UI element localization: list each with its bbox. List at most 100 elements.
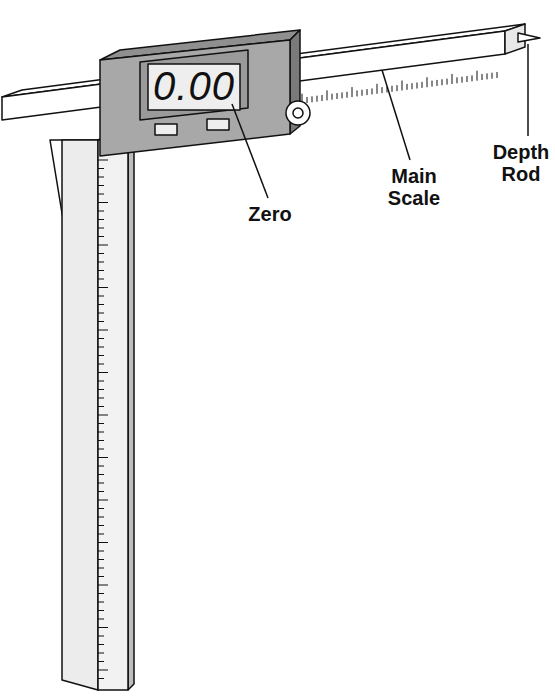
scale-tick xyxy=(98,185,104,186)
scale-tick xyxy=(98,398,104,399)
scale-tick xyxy=(442,79,443,85)
scale-tick xyxy=(382,87,383,93)
scale-tick xyxy=(98,466,104,467)
scale-tick xyxy=(98,636,104,637)
scale-tick xyxy=(98,304,104,305)
scale-tick xyxy=(98,219,104,220)
scale-tick xyxy=(402,81,403,91)
scale-tick xyxy=(472,75,473,81)
blade-side xyxy=(128,134,134,690)
scale-tick xyxy=(497,72,498,78)
scale-tick xyxy=(98,585,108,586)
scale-tick xyxy=(98,228,104,229)
scale-tick xyxy=(98,619,104,620)
scale-tick xyxy=(98,440,104,441)
scale-tick xyxy=(347,92,348,98)
scale-tick xyxy=(422,82,423,88)
vertical-blade xyxy=(98,140,128,690)
scale-tick xyxy=(352,87,353,97)
scale-tick xyxy=(98,432,104,433)
scale-tick xyxy=(367,89,368,95)
part-name: Depth Rod xyxy=(491,141,551,185)
scale-tick xyxy=(98,168,104,169)
scale-tick xyxy=(98,194,104,195)
scale-tick xyxy=(98,670,108,671)
part-name: Main Scale xyxy=(378,165,450,209)
scale-tick xyxy=(98,483,104,484)
scale-tick xyxy=(98,517,104,518)
scale-tick xyxy=(98,406,104,407)
scale-tick xyxy=(98,500,108,501)
scale-tick xyxy=(98,347,104,348)
scale-tick xyxy=(98,534,104,535)
scale-tick xyxy=(487,73,488,79)
part-name: Zero xyxy=(235,203,305,225)
scale-tick xyxy=(462,77,463,83)
scale-tick xyxy=(98,253,104,254)
scale-tick xyxy=(332,94,333,100)
scale-tick xyxy=(98,457,108,458)
scale-tick xyxy=(98,313,104,314)
scale-tick xyxy=(342,92,343,98)
scale-tick xyxy=(492,73,493,79)
scale-tick xyxy=(447,79,448,85)
scale-tick xyxy=(397,85,398,91)
scale-tick xyxy=(98,364,104,365)
scale-tick xyxy=(307,97,308,103)
scale-tick xyxy=(322,95,323,101)
scale-tick xyxy=(98,551,104,552)
scale-tick xyxy=(98,279,104,280)
scale-tick xyxy=(98,593,104,594)
button xyxy=(207,119,229,130)
scale-tick xyxy=(98,559,104,560)
thumb-wheel xyxy=(286,101,310,125)
scale-tick xyxy=(98,449,104,450)
display-reading: 0.00 xyxy=(144,64,244,108)
scale-tick xyxy=(98,338,104,339)
scale-tick xyxy=(357,90,358,96)
scale-tick xyxy=(427,77,428,87)
leader-line xyxy=(232,104,268,198)
scale-tick xyxy=(392,86,393,92)
scale-tick xyxy=(98,236,104,237)
lcd-frame xyxy=(140,50,248,120)
scale-tick xyxy=(98,321,104,322)
scale-tick xyxy=(437,80,438,86)
scale-tick xyxy=(98,330,108,331)
scale-tick xyxy=(362,90,363,96)
scale-tick xyxy=(98,602,104,603)
scale-tick xyxy=(98,661,104,662)
scale-tick xyxy=(412,83,413,89)
scale-tick xyxy=(98,270,104,271)
scale-tick xyxy=(337,93,338,99)
scale-tick xyxy=(98,474,104,475)
scale-tick xyxy=(98,287,108,288)
scale-tick xyxy=(98,245,108,246)
scale-tick xyxy=(98,491,104,492)
scale-tick xyxy=(98,160,108,161)
scale-tick xyxy=(98,644,104,645)
scale-tick xyxy=(98,423,104,424)
scale-tick xyxy=(377,84,378,94)
scale-tick xyxy=(452,74,453,84)
scale-tick xyxy=(467,76,468,82)
scale-tick xyxy=(482,74,483,80)
scale-tick xyxy=(98,202,108,203)
scale-tick xyxy=(417,83,418,89)
leader-line xyxy=(527,44,529,136)
scale-tick xyxy=(98,415,108,416)
scale-tick xyxy=(317,96,318,102)
scale-tick xyxy=(98,678,104,679)
depth-rod xyxy=(518,33,540,42)
scale-tick xyxy=(98,177,104,178)
scale-tick xyxy=(98,568,104,569)
scale-tick xyxy=(98,262,104,263)
scale-tick xyxy=(407,84,408,90)
scale-tick xyxy=(98,355,104,356)
scale-tick xyxy=(327,90,328,100)
scale-tick xyxy=(98,542,108,543)
scale-tick xyxy=(98,627,108,628)
display-housing xyxy=(100,40,290,156)
scale-tick xyxy=(98,372,108,373)
